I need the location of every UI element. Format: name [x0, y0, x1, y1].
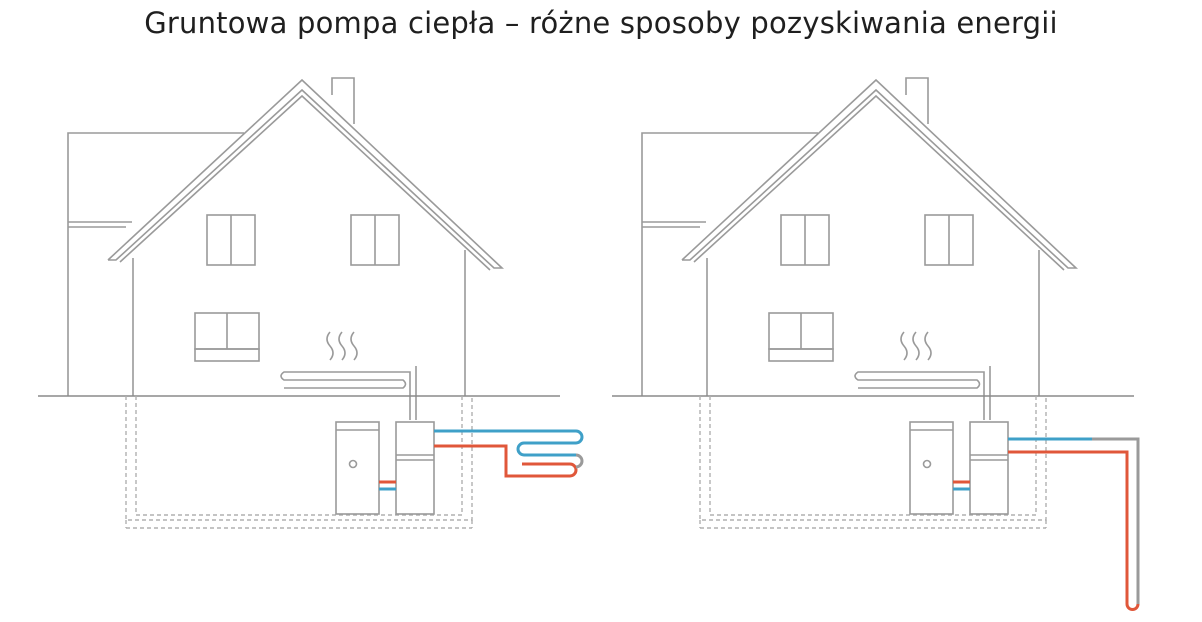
diagram-vertical-probe: [610, 76, 1140, 611]
horizontal-ground-collector: [434, 429, 584, 478]
vertical-ground-probe: [1008, 437, 1140, 611]
page-title: Gruntowa pompa ciepła – różne sposoby po…: [144, 6, 1058, 40]
diagram-horizontal-collector: [36, 76, 584, 530]
